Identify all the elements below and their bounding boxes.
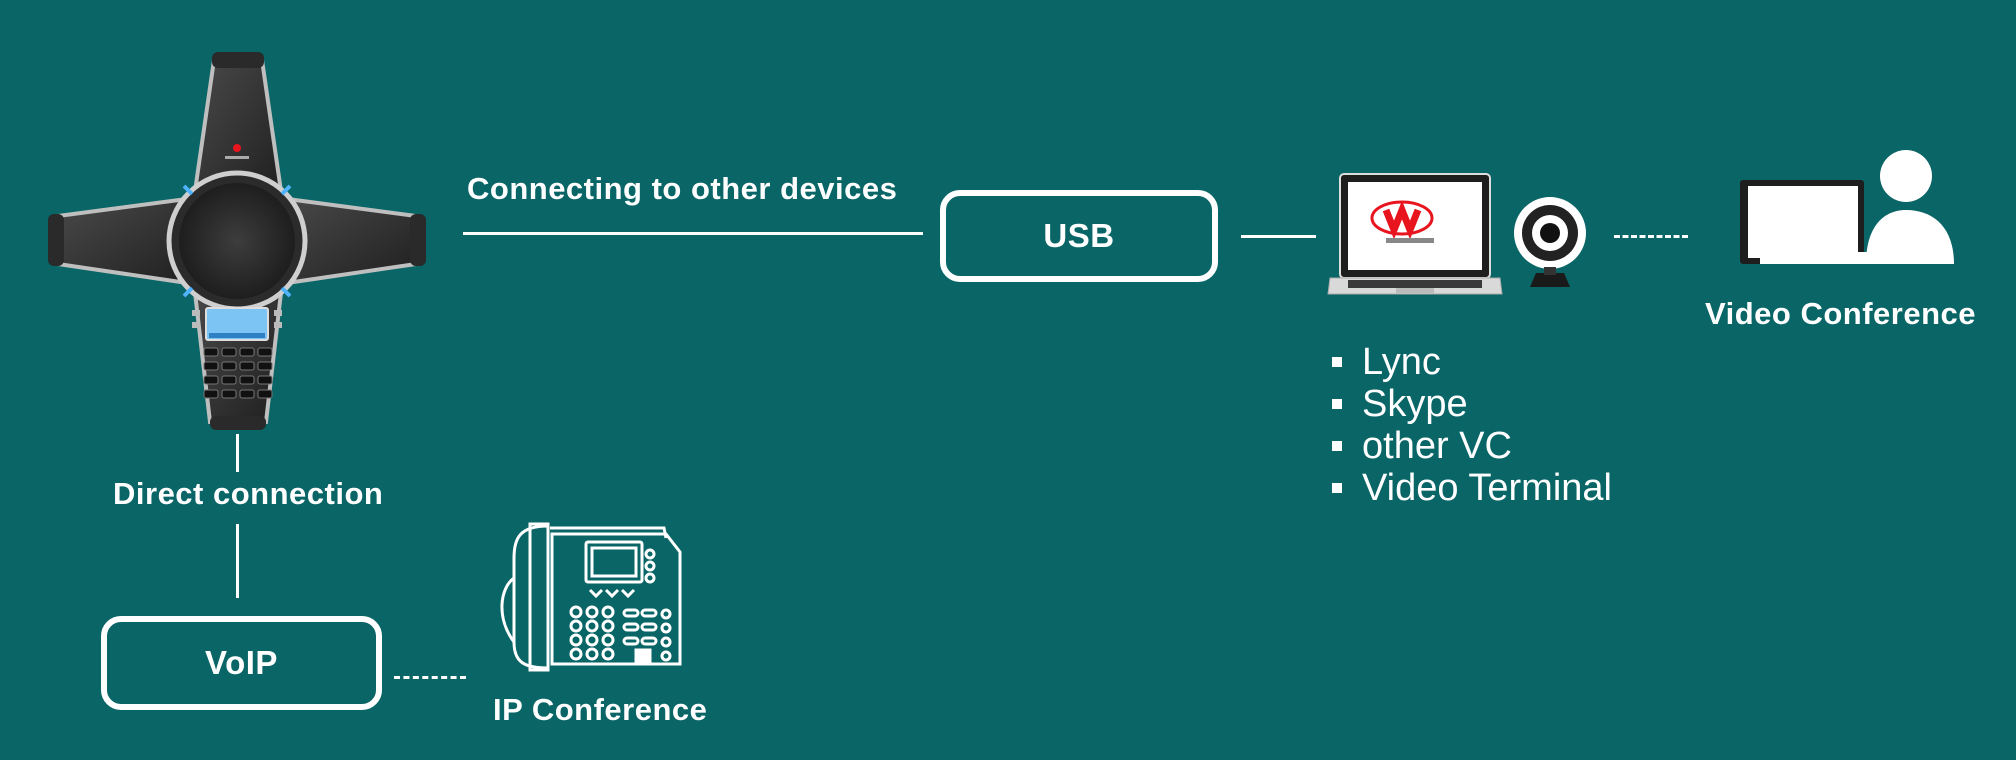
dashed-connector-to-ip-phone — [394, 676, 466, 679]
usb-box: USB — [940, 190, 1218, 282]
ip-phone-icon — [500, 522, 682, 672]
ip-conference-label: IP Conference — [493, 692, 708, 727]
vc-software-list: Lync Skype other VC Video Terminal — [1332, 341, 1612, 509]
list-item: Lync — [1332, 341, 1612, 383]
bullet-square-icon — [1332, 441, 1342, 451]
list-item: Skype — [1332, 383, 1612, 425]
list-item: Video Terminal — [1332, 467, 1612, 509]
webcam-icon — [1514, 197, 1586, 287]
direct-connection-label: Direct connection — [113, 476, 384, 511]
dashed-connector-to-video-conference — [1614, 235, 1688, 238]
connector-line-down-2 — [236, 524, 239, 598]
connector-line-down-1 — [236, 434, 239, 472]
bullet-square-icon — [1332, 399, 1342, 409]
connecting-label: Connecting to other devices — [467, 171, 898, 206]
bullet-square-icon — [1332, 357, 1342, 367]
voip-box: VoIP — [101, 616, 382, 710]
video-conference-icon — [1740, 150, 1954, 264]
connector-line-to-usb — [463, 232, 923, 235]
conference-phone-icon — [48, 52, 426, 430]
video-conference-label: Video Conference — [1705, 296, 1977, 331]
laptop-icon — [1327, 173, 1503, 295]
bullet-square-icon — [1332, 483, 1342, 493]
connector-line-to-laptop — [1241, 235, 1316, 238]
list-item: other VC — [1332, 425, 1612, 467]
